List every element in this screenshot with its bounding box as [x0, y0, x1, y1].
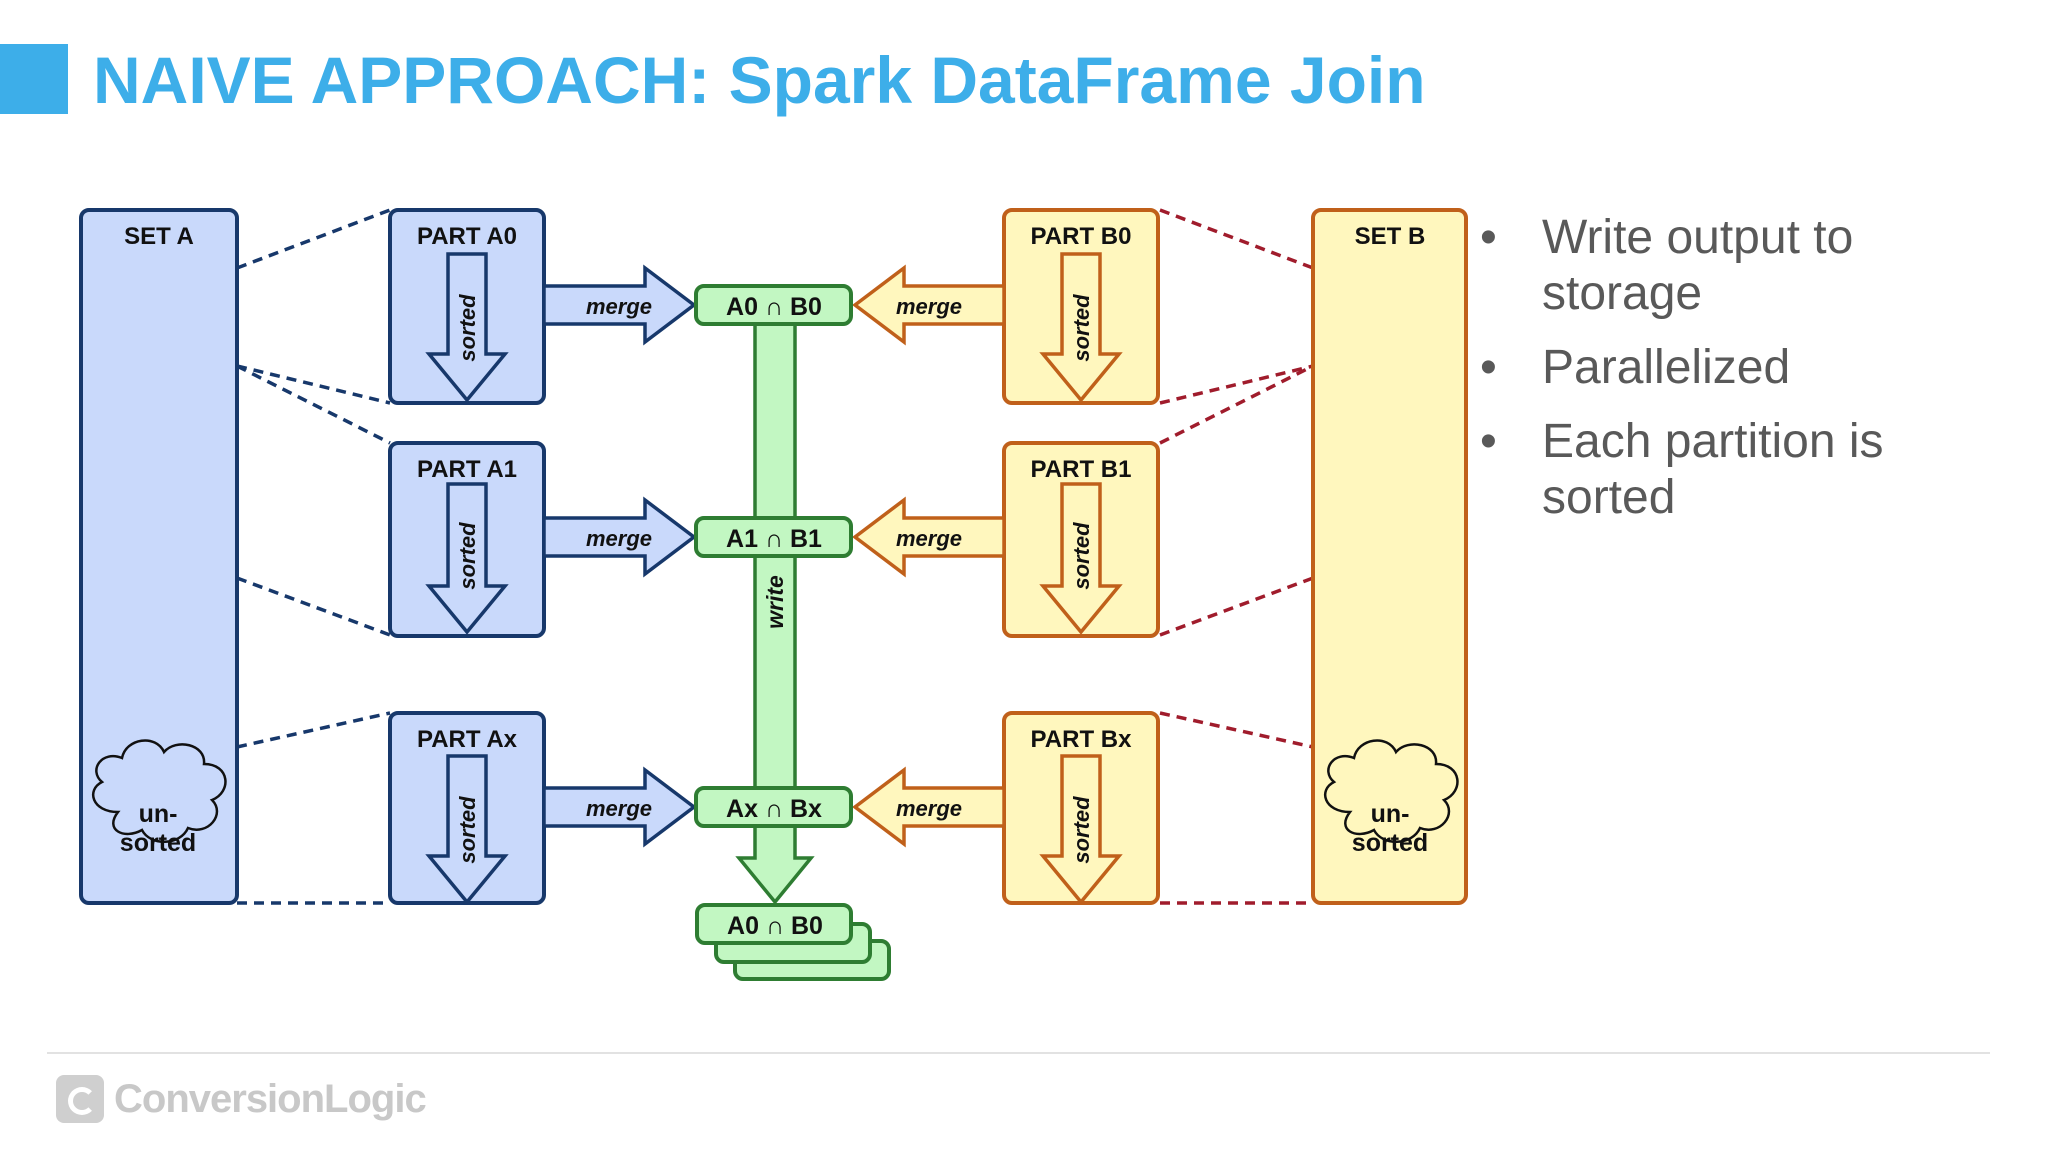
- merge-arrow-b0: merge: [852, 264, 1006, 346]
- footer-divider: [47, 1052, 1990, 1054]
- intersect-icon: ∩: [765, 525, 783, 553]
- join-left: A0: [726, 293, 758, 321]
- set-b-cloud-icon: [1324, 739, 1459, 843]
- sorted-label: sorted: [1069, 294, 1094, 362]
- join-right: B1: [790, 525, 822, 553]
- part-b0: PART B0 sorted: [1002, 208, 1160, 405]
- dash-a-1: [236, 364, 391, 405]
- set-b-cloud-line1: un-: [1371, 800, 1410, 828]
- sorted-down-arrow: [425, 252, 509, 403]
- set-a: SET A un- sorted: [79, 208, 239, 905]
- set-b: SET B un- sorted: [1311, 208, 1468, 905]
- set-a-cloud-icon: [92, 739, 227, 843]
- part-ax: PART Ax sorted: [388, 711, 546, 905]
- sorted-label: sorted: [1069, 796, 1094, 864]
- part-ax-label: PART Ax: [417, 726, 518, 753]
- join-right: B0: [790, 293, 822, 321]
- merge-arrow-bx: merge: [852, 766, 1006, 848]
- dash-b-4: [1159, 711, 1314, 749]
- svg-text:A0 ∩ B0: A0 ∩ B0: [726, 293, 822, 321]
- bullet-item: Write output to storage: [1480, 210, 1950, 322]
- merge-label: merge: [586, 294, 652, 319]
- sorted-label: sorted: [1069, 522, 1094, 590]
- set-b-label: SET B: [1355, 223, 1426, 250]
- intersect-icon: ∩: [766, 912, 784, 940]
- sorted-label: sorted: [455, 294, 480, 362]
- part-b1-label: PART B1: [1031, 456, 1132, 483]
- output-left: A0: [727, 912, 759, 940]
- set-a-label: SET A: [124, 223, 194, 250]
- output-stack: A0 ∩ B0: [695, 903, 891, 981]
- part-b0-label: PART B0: [1031, 223, 1132, 250]
- sorted-down-arrow: [425, 754, 509, 905]
- logo-icon: [56, 1075, 104, 1123]
- intersect-icon: ∩: [765, 293, 783, 321]
- join-ax-bx: Ax ∩ Bx: [694, 786, 853, 828]
- part-a1: PART A1 sorted: [388, 441, 546, 638]
- join-left: A1: [726, 525, 758, 553]
- set-a-cloud-line2: sorted: [120, 829, 196, 857]
- intersect-icon: ∩: [765, 795, 783, 823]
- svg-text:A0 ∩ B0: A0 ∩ B0: [727, 912, 823, 940]
- bullet-item: Each partition is sorted: [1480, 414, 1950, 526]
- dash-a-0: [236, 208, 391, 270]
- dash-b-0: [1159, 208, 1314, 270]
- title-accent-bar: [0, 44, 68, 114]
- set-a-cloud-line1: un-: [139, 800, 178, 828]
- sorted-down-arrow: [1039, 252, 1123, 403]
- part-a0: PART A0 sorted: [388, 208, 546, 405]
- merge-arrow-a0: merge: [542, 264, 697, 346]
- part-bx: PART Bx sorted: [1002, 711, 1160, 905]
- dash-a-2: [236, 364, 391, 445]
- join-a1-b1: A1 ∩ B1: [694, 516, 853, 558]
- dash-a-3: [236, 576, 391, 637]
- sorted-down-arrow: [1039, 754, 1123, 905]
- bullet-item: Parallelized: [1480, 340, 1950, 396]
- dash-b-1: [1159, 364, 1314, 405]
- svg-text:A1 ∩ B1: A1 ∩ B1: [726, 525, 822, 553]
- company-logo: ConversionLogic: [56, 1072, 427, 1126]
- merge-arrow-b1: merge: [852, 496, 1006, 578]
- dash-a-4: [236, 711, 391, 749]
- output-right: B0: [791, 912, 823, 940]
- merge-label: merge: [896, 796, 962, 821]
- join-left: Ax: [726, 795, 758, 823]
- slide-title: NAIVE APPROACH: Spark DataFrame Join: [93, 43, 1426, 117]
- join-a0-b0: A0 ∩ B0: [694, 284, 853, 326]
- dash-b-2: [1159, 364, 1314, 445]
- merge-label: merge: [586, 526, 652, 551]
- write-arrow: [735, 322, 815, 905]
- sorted-down-arrow: [1039, 482, 1123, 635]
- set-b-cloud-line2: sorted: [1352, 829, 1428, 857]
- merge-arrow-a1: merge: [542, 496, 697, 578]
- part-a1-label: PART A1: [417, 456, 517, 483]
- part-b1: PART B1 sorted: [1002, 441, 1160, 638]
- join-right: Bx: [790, 795, 822, 823]
- sorted-down-arrow: [425, 482, 509, 635]
- svg-text:Ax ∩ Bx: Ax ∩ Bx: [726, 795, 822, 823]
- write-label: write: [762, 575, 788, 629]
- merge-label: merge: [586, 796, 652, 821]
- merge-label: merge: [896, 294, 962, 319]
- part-bx-label: PART Bx: [1031, 726, 1133, 753]
- bullet-list: Write output to storage Parallelized Eac…: [1480, 210, 1950, 544]
- merge-arrow-ax: merge: [542, 766, 697, 848]
- dash-b-3: [1159, 576, 1314, 637]
- logo-text: ConversionLogic: [114, 1076, 427, 1121]
- sorted-label: sorted: [455, 522, 480, 590]
- merge-label: merge: [896, 526, 962, 551]
- part-a0-label: PART A0: [417, 223, 517, 250]
- sorted-label: sorted: [455, 796, 480, 864]
